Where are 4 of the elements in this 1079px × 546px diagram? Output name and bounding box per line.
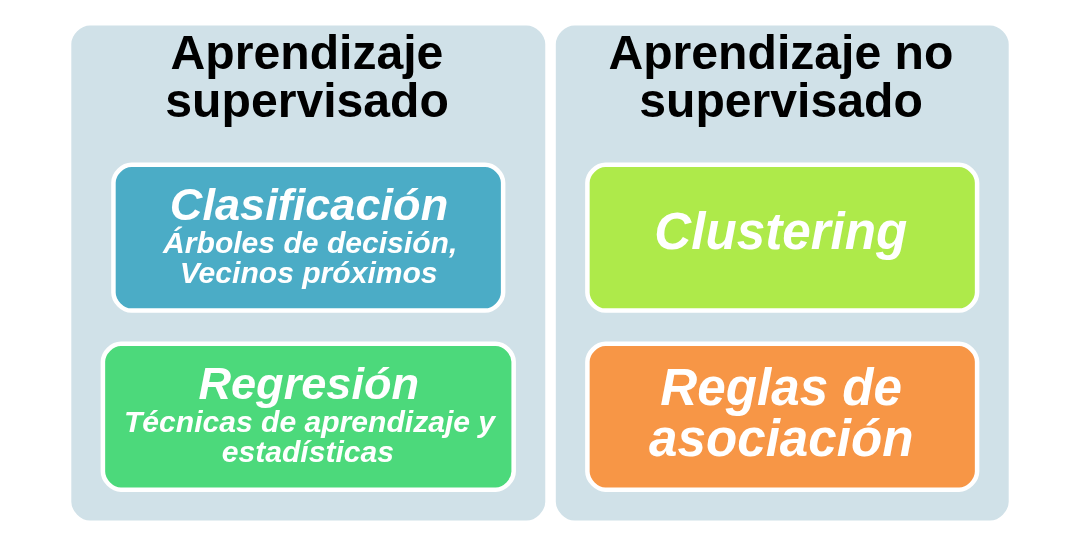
node-box: Reglas de asociación — [584, 341, 979, 492]
node-box: Clustering — [584, 162, 979, 313]
node-box: Regresión Técnicas de aprendizaje y estadísticas — [100, 341, 516, 492]
node-box: Clasificación Árboles de decisión, Vecinos próximos — [110, 162, 505, 313]
